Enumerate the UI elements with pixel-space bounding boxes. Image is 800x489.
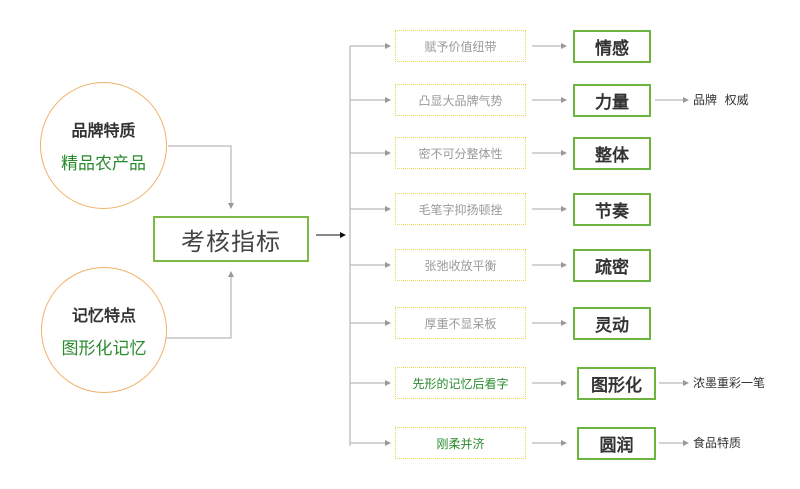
bottom-circle-connector: [166, 271, 234, 339]
indicator-box: 节奏: [573, 193, 651, 226]
circle-title: 记忆特点: [71, 305, 136, 325]
indicator-box: 情感: [573, 30, 651, 63]
description-box: 凸显大品牌气势: [395, 84, 526, 116]
note-text: 品牌 权威: [693, 93, 749, 107]
circle-subtitle: 图形化记忆: [61, 338, 147, 359]
description-box: 毛笔字抑扬顿挫: [395, 193, 526, 225]
description-box: 张弛收放平衡: [395, 249, 526, 281]
memory-trait-circle: 记忆特点 图形化记忆: [41, 267, 167, 393]
indicator-box: 灵动: [573, 307, 651, 340]
indicator-box: 整体: [573, 137, 651, 170]
description-box: 先形的记忆后看字: [395, 367, 526, 399]
note-text: 食品特质: [693, 436, 742, 450]
circle-title: 品牌特质: [71, 121, 136, 140]
description-box: 厚重不显呆板: [395, 307, 526, 339]
indicator-box: 图形化: [577, 367, 656, 400]
description-box: 赋予价值纽带: [395, 30, 526, 62]
top-circle-connector: [168, 145, 234, 209]
indicator-box: 力量: [573, 84, 651, 117]
indicator-box: 疏密: [573, 249, 651, 282]
description-box: 刚柔并济: [395, 427, 526, 459]
indicator-box: 圆润: [577, 427, 656, 460]
center-node: 考核指标: [153, 216, 309, 262]
brand-trait-circle: 品牌特质 精品农产品: [40, 82, 167, 209]
circle-subtitle: 精品农产品: [61, 154, 146, 174]
note-text: 浓墨重彩一笔: [693, 376, 766, 390]
description-box: 密不可分整体性: [395, 137, 526, 169]
